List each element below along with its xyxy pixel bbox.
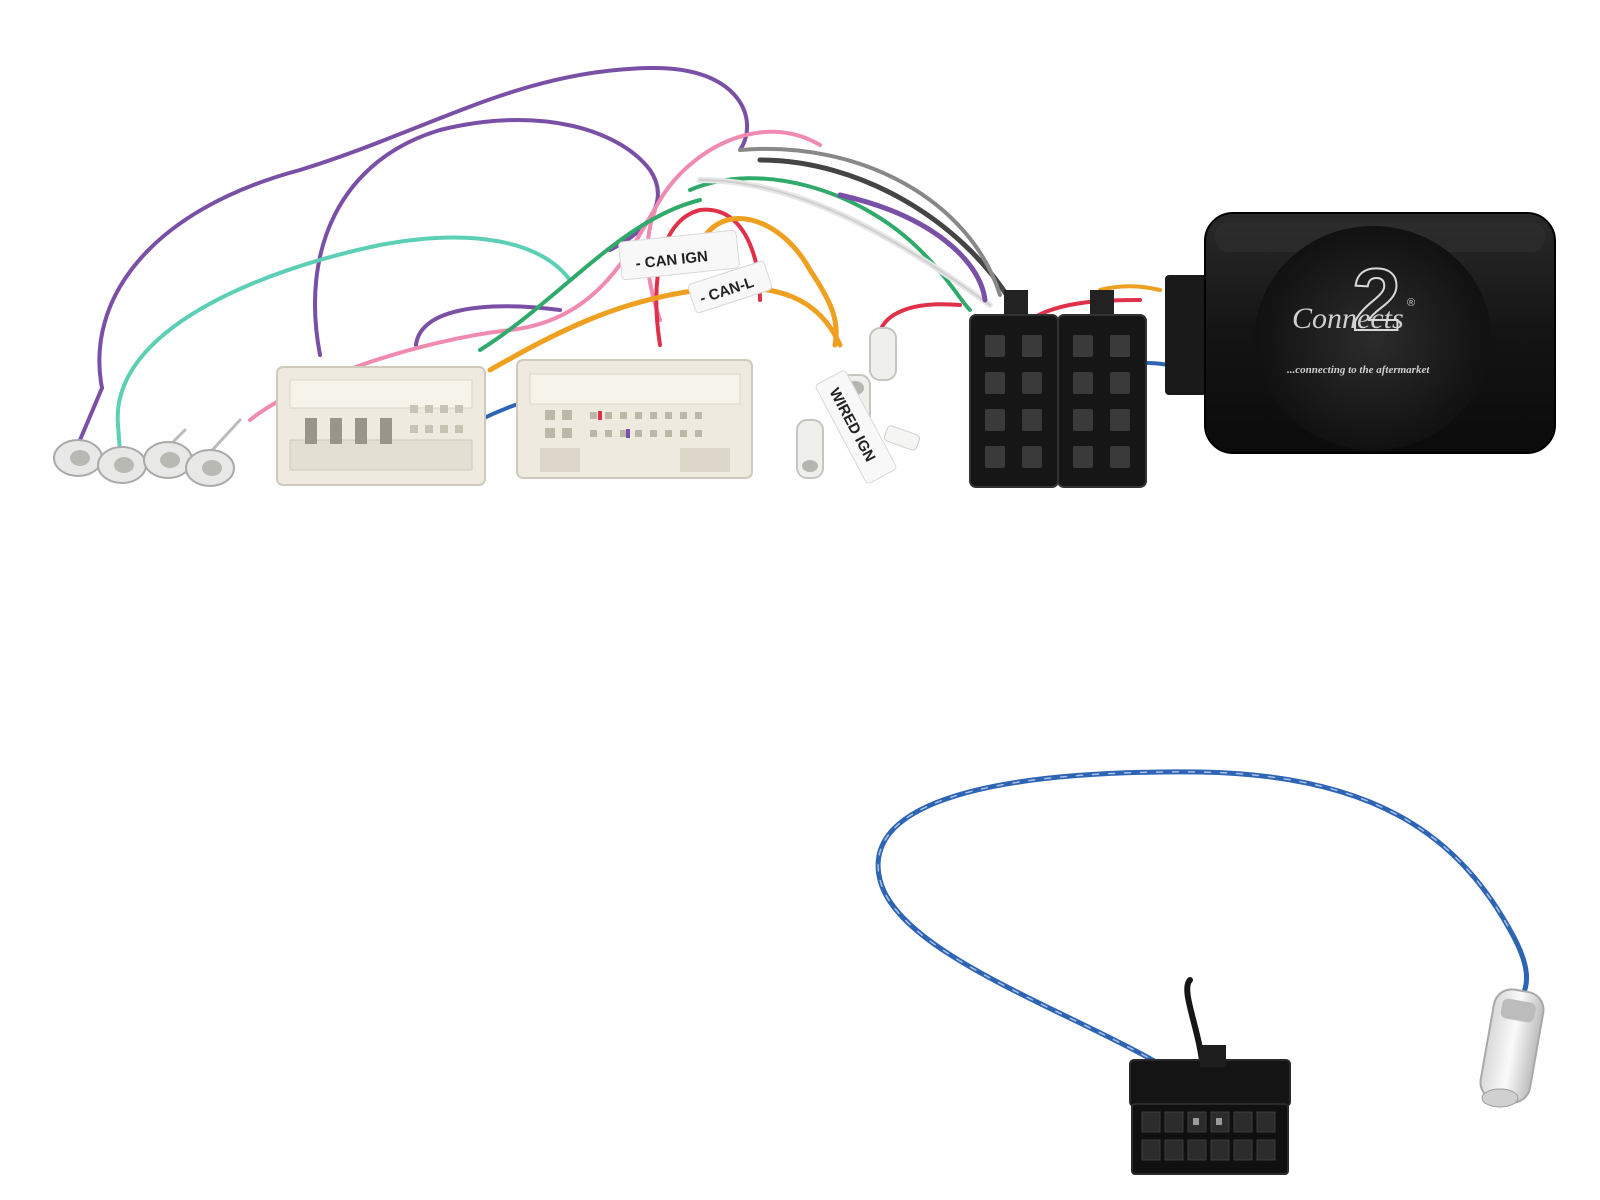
- blue-wire: [875, 769, 1530, 1085]
- white-connector-left: [276, 366, 486, 486]
- purple-wire: [837, 192, 988, 303]
- grey-wire: [738, 146, 1002, 297]
- iso-connector-left: [969, 290, 1059, 488]
- purple-wire: [414, 304, 562, 347]
- wire-bundle: [97, 65, 1172, 427]
- spade-terminal: [143, 441, 193, 479]
- spade-terminal: [185, 449, 235, 487]
- green-wire: [688, 176, 972, 312]
- molex-connector: [1129, 1045, 1291, 1175]
- orange-wire: [487, 285, 843, 373]
- green-wire: [478, 198, 702, 352]
- iso-connector-right: [1057, 290, 1147, 488]
- red-wire: [654, 207, 762, 347]
- purple-wire: [97, 65, 750, 390]
- orange-wire: [1098, 284, 1162, 292]
- spade-terminal: [53, 439, 103, 477]
- white-connector-right: [516, 359, 753, 479]
- bullet-connectors: [53, 386, 242, 487]
- can-l-tag: - CAN-L: [687, 260, 773, 314]
- registered-mark: ®: [1407, 297, 1415, 309]
- orange-wire: [697, 216, 839, 348]
- can-ign-tag: - CAN IGN: [618, 229, 740, 281]
- interface-module: Connects 2 ® ...connecting to the afterm…: [1165, 212, 1556, 454]
- purple-wire: [313, 118, 660, 357]
- brand-name: Connects: [1292, 302, 1404, 335]
- teal-wire: [115, 235, 572, 427]
- brand-tagline: ...connecting to the aftermarket: [1287, 364, 1430, 376]
- antenna-plug: [1479, 988, 1545, 1108]
- black-wire: [757, 157, 1013, 303]
- white-wire: [699, 179, 991, 306]
- blue-lead: [875, 769, 1530, 1085]
- spade-terminal: [97, 446, 147, 484]
- brand-numeral: 2: [1352, 250, 1401, 349]
- brand-logo: Connects 2 ® ...connecting to the afterm…: [1287, 249, 1430, 376]
